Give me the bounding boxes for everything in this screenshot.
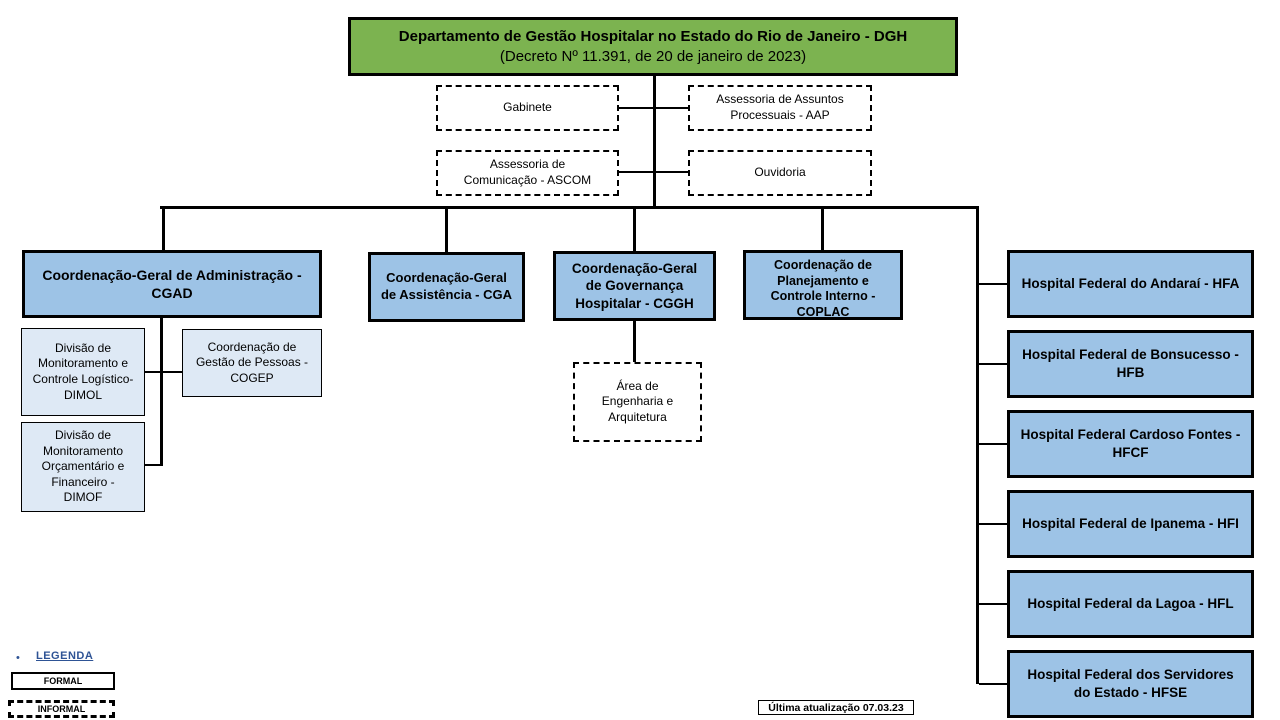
connector-ascom-ouvidoria [619, 171, 688, 173]
cga-label: Coordenação-Geral de Assistência - CGA [380, 270, 512, 302]
dgh-title: Departamento de Gestão Hospitalar no Est… [398, 28, 908, 45]
gabinete-label: Gabinete [503, 100, 552, 115]
connector-stub-hfse [979, 683, 1007, 685]
ouvidoria-label: Ouvidoria [754, 165, 806, 180]
connector-hospital-spine [976, 206, 979, 684]
org-node-cogep: Coordenação de Gestão de Pessoas - COGEP [182, 329, 322, 397]
hfi-label: Hospital Federal de Ipanema - HFI [1022, 516, 1239, 532]
dimol-label: Divisão de Monitoramento e Controle Logí… [32, 340, 134, 402]
legend-informal-box: INFORMAL [8, 700, 115, 718]
ascom-label: Assessoria de Comunicação - ASCOM [463, 157, 592, 187]
legend-formal-label: FORMAL [43, 676, 83, 686]
org-node-dimol: Divisão de Monitoramento e Controle Logí… [21, 328, 145, 416]
org-node-cggh: Coordenação-Geral de Governança Hospital… [553, 251, 716, 321]
cggh-label: Coordenação-Geral de Governança Hospital… [571, 260, 698, 311]
org-node-dgh-root: Departamento de Gestão Hospitalar no Est… [348, 17, 958, 76]
cgad-label: Coordenação-Geral de Administração - CGA… [42, 266, 302, 301]
connector-stub-hfa [979, 283, 1007, 285]
coplac-label: Coordenação de Planejamento e Controle I… [770, 258, 876, 319]
org-node-hfcf: Hospital Federal Cardoso Fontes - HFCF [1007, 410, 1254, 478]
legend-title-link[interactable]: LEGENDA [36, 650, 94, 662]
hfse-label: Hospital Federal dos Servidores do Estad… [1027, 667, 1234, 700]
connector-dimof [145, 464, 162, 466]
org-node-hfa: Hospital Federal do Andaraí - HFA [1007, 250, 1254, 318]
connector-root-vertical [653, 76, 656, 207]
org-node-cga: Coordenação-Geral de Assistência - CGA [368, 252, 525, 322]
connector-gabinete-aap [619, 107, 688, 109]
org-node-hfl: Hospital Federal da Lagoa - HFL [1007, 570, 1254, 638]
org-node-gabinete: Gabinete [436, 85, 619, 131]
connector-stub-hfcf [979, 443, 1007, 445]
hfb-label: Hospital Federal de Bonsucesso - HFB [1022, 347, 1239, 380]
connector-drop-cgad [162, 206, 165, 250]
connector-drop-cggh [633, 206, 636, 251]
legend-formal-box: FORMAL [11, 672, 115, 690]
hfa-label: Hospital Federal do Andaraí - HFA [1021, 276, 1240, 292]
org-node-hfb: Hospital Federal de Bonsucesso - HFB [1007, 330, 1254, 398]
org-node-ascom: Assessoria de Comunicação - ASCOM [436, 150, 619, 196]
dgh-decree: (Decreto Nº 11.391, de 20 de janeiro de … [499, 47, 807, 65]
hfcf-label: Hospital Federal Cardoso Fontes - HFCF [1020, 427, 1241, 460]
legend-informal-label: INFORMAL [37, 704, 86, 714]
org-node-engenharia: Área de Engenharia e Arquitetura [573, 362, 702, 442]
engenharia-label: Área de Engenharia e Arquitetura [601, 378, 674, 424]
org-node-coplac: Coordenação de Planejamento e Controle I… [743, 250, 903, 320]
connector-cggh-engenharia [633, 321, 636, 362]
org-node-dimof: Divisão de Monitoramento Orçamentário e … [21, 422, 145, 512]
connector-stub-hfl [979, 603, 1007, 605]
org-node-ouvidoria: Ouvidoria [688, 150, 872, 196]
connector-drop-cga [445, 206, 448, 252]
org-node-cgad: Coordenação-Geral de Administração - CGA… [22, 250, 322, 318]
aap-label: Assessoria de Assuntos Processuais - AAP [716, 92, 844, 122]
hfl-label: Hospital Federal da Lagoa - HFL [1027, 596, 1234, 612]
connector-main-horizontal [160, 206, 979, 209]
connector-stub-hfi [979, 523, 1007, 525]
connector-drop-coplac [821, 206, 824, 250]
last-update-box: Última atualização 07.03.23 [758, 700, 914, 715]
dimof-label: Divisão de Monitoramento Orçamentário e … [41, 428, 125, 505]
connector-dimol-cogep [145, 371, 182, 373]
last-update-label: Última atualização 07.03.23 [768, 701, 904, 714]
legend-bullet-icon: • [16, 652, 20, 664]
cogep-label: Coordenação de Gestão de Pessoas - COGEP [195, 339, 309, 385]
org-node-hfi: Hospital Federal de Ipanema - HFI [1007, 490, 1254, 558]
connector-cgad-subtree [160, 318, 163, 466]
org-node-hfse: Hospital Federal dos Servidores do Estad… [1007, 650, 1254, 718]
org-node-aap: Assessoria de Assuntos Processuais - AAP [688, 85, 872, 131]
connector-stub-hfb [979, 363, 1007, 365]
